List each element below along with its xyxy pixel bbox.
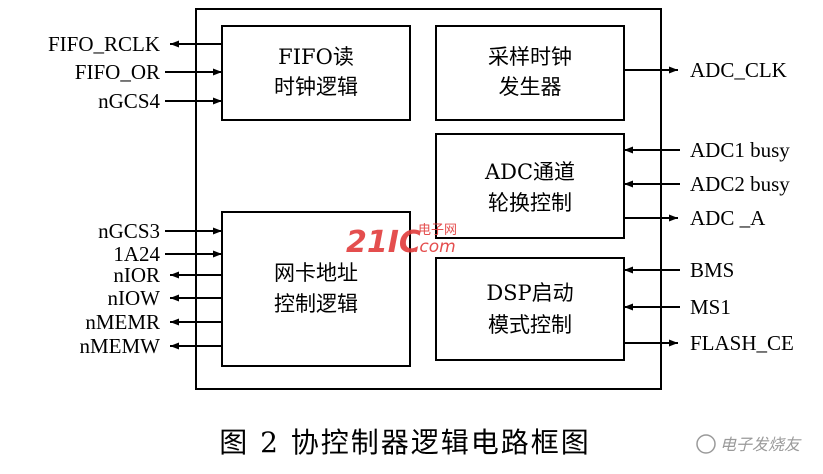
signal-la24: 1A24 <box>113 242 160 266</box>
signal-adc-a: ADC _A <box>690 206 766 230</box>
watermark-logo: 21IC <box>346 225 421 260</box>
fifo-clock-block: FIFO读 时钟逻辑 <box>221 25 411 121</box>
signal-ms1: MS1 <box>690 295 731 319</box>
signal-ngcs4: nGCS4 <box>98 89 160 113</box>
watermark-site: 电子网 <box>418 223 457 238</box>
adc-channel-block: ADC通道 轮换控制 <box>435 133 625 239</box>
sample-clock-line1: 采样时钟 <box>488 45 572 69</box>
signal-nior: nIOR <box>113 263 160 287</box>
signal-adc2-busy: ADC2 busy <box>690 172 790 196</box>
sample-clock-block: 采样时钟 发生器 <box>435 25 625 121</box>
watermark-corner-text: 电子发烧友 <box>720 435 802 454</box>
signal-fifo-or: FIFO_OR <box>75 60 160 84</box>
fifo-clock-line2: 时钟逻辑 <box>274 75 358 99</box>
watermark-corner-icon <box>696 434 716 454</box>
nic-addr-line1: 网卡地址 <box>274 261 358 285</box>
signal-niow: nIOW <box>108 286 161 310</box>
watermark-21ic: 21IC 电子网 .com <box>346 223 457 260</box>
signal-adc-clk: ADC_CLK <box>690 58 787 82</box>
sample-clock-line2: 发生器 <box>499 75 562 99</box>
dsp-boot-line1: DSP启动 <box>486 281 573 305</box>
dsp-boot-block: DSP启动 模式控制 <box>435 257 625 361</box>
signal-ngcs3: nGCS3 <box>98 219 160 243</box>
signal-flash-ce: FLASH_CE <box>690 331 794 355</box>
nic-addr-line2: 控制逻辑 <box>274 292 358 316</box>
nic-addr-block: 网卡地址 控制逻辑 <box>221 211 411 367</box>
signal-adc1-busy: ADC1 busy <box>690 138 790 162</box>
signal-fifo-rclk: FIFO_RCLK <box>48 32 160 56</box>
coprocessor-boundary <box>195 8 662 390</box>
adc-channel-line2: 轮换控制 <box>488 191 572 215</box>
signal-bms: BMS <box>690 258 734 282</box>
fifo-clock-line1: FIFO读 <box>278 45 354 69</box>
dsp-boot-line2: 模式控制 <box>488 313 572 337</box>
figure-caption: 图 2 协控制器逻辑电路框图 <box>219 426 591 459</box>
signal-nmemw: nMEMW <box>80 334 161 358</box>
adc-channel-line1: ADC通道 <box>484 160 575 184</box>
signal-nmemr: nMEMR <box>85 310 160 334</box>
watermark-corner: 电子发烧友 <box>696 434 802 454</box>
watermark-domain: .com <box>414 237 456 257</box>
